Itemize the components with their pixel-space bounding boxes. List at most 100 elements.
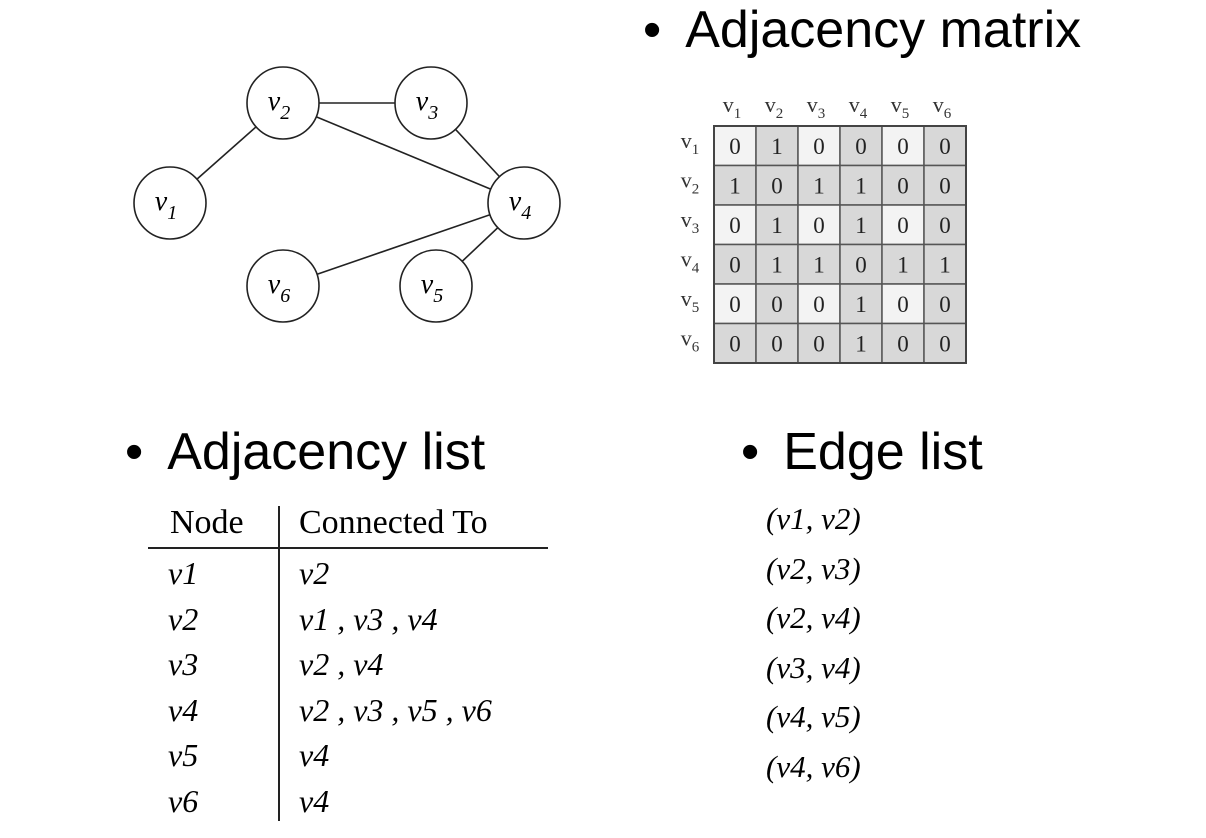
matrix-cell-value: 0: [813, 213, 825, 238]
matrix-row-label: v5: [681, 286, 700, 316]
matrix-cell-value: 0: [855, 134, 867, 159]
edge-list-heading: • Edge list: [741, 422, 983, 482]
node-circle: [487, 166, 561, 240]
edge-list-item: (v4, v6): [766, 748, 861, 784]
heading-text: Adjacency list: [167, 423, 486, 481]
connected-cell: v4: [299, 737, 330, 773]
matrix-cell-value: 0: [771, 173, 783, 198]
matrix-cell: [923, 164, 967, 206]
connected-cell: v4: [299, 782, 330, 819]
edge-list-item: (v1, v2): [766, 501, 861, 536]
column-header-connected-to: Connected To: [299, 504, 488, 541]
connected-cell: v2: [299, 555, 330, 591]
matrix-cell-value: 1: [813, 173, 825, 198]
matrix-cell-value: 0: [813, 331, 825, 356]
heading-text: Edge list: [783, 423, 983, 481]
matrix-cell-value: 0: [771, 331, 783, 356]
matrix-cell-value: 1: [855, 173, 867, 198]
edge-list-item: (v2, v3): [766, 550, 861, 586]
matrix-cell: [881, 243, 925, 285]
header-divider: [148, 547, 548, 549]
matrix-cell: [797, 283, 841, 325]
node-cell: v1: [168, 555, 199, 591]
matrix-cell-value: 1: [855, 292, 867, 317]
matrix-cell-value: 0: [729, 213, 741, 238]
node-circle: [394, 66, 468, 140]
matrix-cell-value: 0: [939, 292, 951, 317]
connected-cell: v2 , v3 , v5 , v6: [299, 691, 492, 728]
table-row: v6 v4: [148, 779, 548, 824]
matrix-cell: [797, 322, 841, 364]
matrix-col-label: v6: [933, 92, 952, 122]
matrix-col-label: v2: [765, 92, 784, 122]
node-circle: [246, 66, 320, 140]
adjacency-list-heading: • Adjacency list: [125, 422, 485, 482]
node-v4: v4: [487, 166, 561, 240]
matrix-cell-value: 0: [729, 252, 741, 277]
matrix-cell: [755, 322, 799, 364]
matrix-cell: [839, 125, 883, 167]
table-row: v1 v2: [148, 551, 548, 596]
edge-list-item: (v4, v5): [766, 699, 861, 734]
matrix-cell-value: 0: [813, 134, 825, 159]
matrix-row-label: v1: [681, 128, 700, 158]
table-row: v4 v2 , v3 , v5 , v6: [148, 688, 548, 733]
node-cell: v6: [168, 782, 199, 819]
node-v1: v1: [133, 166, 207, 240]
bullet: •: [125, 423, 144, 481]
matrix-cell-value: 0: [939, 173, 951, 198]
matrix-border: [713, 125, 967, 364]
matrix-cell: [797, 204, 841, 246]
edge-v2-v4: [282, 102, 525, 204]
matrix-cell-value: 0: [897, 213, 909, 238]
matrix-cell: [713, 125, 757, 167]
node-cell: v4: [168, 691, 199, 728]
matrix-cell-value: 1: [771, 213, 783, 238]
matrix-cell-value: 0: [897, 134, 909, 159]
node-cell: v3: [168, 646, 199, 682]
node-cell: v2: [168, 600, 199, 637]
matrix-cell: [839, 243, 883, 285]
matrix-row-label: v6: [681, 325, 700, 355]
edge-list: (v1, v2) (v2, v3) (v2, v4) (v3, v4) (v4, v5)…: [766, 497, 966, 797]
matrix-cell-value: 0: [855, 252, 867, 277]
matrix-col-label: v1: [723, 92, 742, 122]
matrix-row-label: v3: [681, 207, 700, 237]
matrix-row-label: v2: [681, 167, 700, 197]
bullet: •: [741, 423, 760, 481]
node-circle: [399, 249, 473, 323]
bullet: •: [643, 1, 662, 59]
matrix-cell: [755, 204, 799, 246]
adjacency-matrix-heading: • Adjacency matrix: [643, 0, 1081, 60]
edge-list-item: (v3, v4): [766, 649, 861, 685]
node-v2: v2: [246, 66, 320, 140]
matrix-cell-value: 1: [855, 213, 867, 238]
matrix-cell-value: 1: [771, 134, 783, 159]
node-circle: [246, 249, 320, 323]
matrix-cell-value: 0: [939, 331, 951, 356]
heading-text: Adjacency matrix: [685, 1, 1082, 59]
node-v6: v6: [246, 249, 320, 323]
matrix-cell-value: 0: [897, 173, 909, 198]
matrix-cell-value: 0: [939, 134, 951, 159]
matrix-cell-value: 1: [855, 331, 867, 356]
matrix-cell-value: 0: [813, 292, 825, 317]
matrix-col-label: v5: [891, 92, 910, 122]
node-v3: v3: [394, 66, 468, 140]
matrix-cell-value: 1: [729, 173, 741, 198]
matrix-cell-value: 1: [939, 252, 951, 277]
matrix-cell-value: 0: [729, 331, 741, 356]
matrix-cell: [797, 125, 841, 167]
matrix-cell-value: 0: [897, 331, 909, 356]
edge-list-item: (v2, v4): [766, 600, 861, 635]
matrix-row-label: v4: [681, 246, 700, 276]
matrix-cell: [797, 164, 841, 206]
matrix-col-label: v4: [849, 92, 868, 122]
matrix-cell-value: 0: [729, 134, 741, 159]
